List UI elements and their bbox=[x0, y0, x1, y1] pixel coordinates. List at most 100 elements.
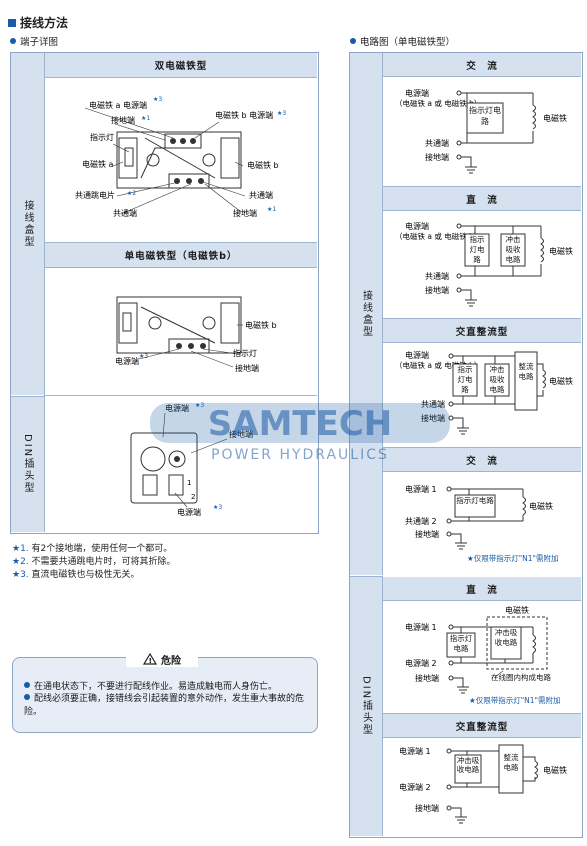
ground-label: 接地端 bbox=[415, 803, 439, 813]
screw bbox=[180, 138, 186, 144]
power-sub-label: （电磁铁 a 或 电磁铁 b） bbox=[395, 98, 481, 108]
din-ac-circuit: 电源端 1 共通端 2 接地端 指示灯电路 电磁铁 ★仅限带指示灯"N1"需附加 bbox=[405, 484, 559, 563]
common-label: 共通端 bbox=[421, 399, 445, 409]
label-sol-b: 电磁铁 b bbox=[247, 160, 279, 170]
connector-ring bbox=[140, 446, 166, 472]
terminal-2 bbox=[168, 474, 184, 496]
leader-line bbox=[174, 492, 188, 508]
terminal-node bbox=[456, 140, 462, 146]
indicator-circuit-box bbox=[464, 233, 490, 267]
connector-ring bbox=[168, 450, 186, 468]
screw bbox=[198, 178, 204, 184]
power2-label: 共通端 2 bbox=[405, 516, 437, 526]
leader-line bbox=[138, 348, 180, 360]
danger-title: ! 危险 bbox=[126, 651, 198, 667]
right-subtitle: 电路图（单电磁铁型） bbox=[350, 34, 455, 48]
leader-line bbox=[202, 181, 246, 197]
coil bbox=[220, 302, 240, 344]
coil-built-in-frame bbox=[486, 616, 548, 670]
bullet-dot-icon bbox=[10, 38, 16, 44]
terminal-node bbox=[456, 154, 462, 160]
ground-label: 接地端 bbox=[421, 413, 445, 423]
rectifier-label: 整流电路 bbox=[503, 753, 519, 772]
screw bbox=[200, 343, 206, 349]
din-ac-note: ★仅限带指示灯"N1"需附加 bbox=[467, 553, 559, 563]
din-label: DIN插头型 bbox=[22, 434, 33, 495]
power2-label: 电源端 2 bbox=[399, 782, 431, 792]
double-solenoid-terminal-drawing: 电磁铁 a 电源端 ★3 接地端 ★1 电磁铁 b 电源端 ★3 指示灯 电磁铁… bbox=[75, 96, 286, 218]
row-label-din: DIN插头型 bbox=[11, 396, 45, 532]
common-label: 共通端 bbox=[425, 271, 449, 281]
solenoid-coil bbox=[542, 369, 546, 389]
label-num1: 1 bbox=[187, 479, 191, 487]
danger-box bbox=[12, 657, 318, 733]
footnote-2: ★2. 不需要共通跳电片时，可将其折除。 bbox=[12, 554, 176, 567]
din-dc-note: ★仅限带指示灯"N1"需附加 bbox=[469, 695, 561, 705]
leader-line bbox=[194, 121, 220, 139]
cable-gland bbox=[202, 153, 216, 167]
jb-acdc-circuit: 电源端 （电磁铁 a 或 电磁铁 b） 指示灯电路 冲击吸收电路 整流电路 电磁… bbox=[395, 350, 573, 435]
din-ac-header: 交 流 bbox=[383, 447, 581, 472]
danger-item-1: 在通电状态下，不要进行配线作业。易造成触电而人身伤亡。 bbox=[24, 679, 309, 692]
surge-circuit-label: 冲击吸收电路 bbox=[489, 365, 505, 394]
label-ground1: 接地端 bbox=[111, 115, 135, 125]
svg-text:!: ! bbox=[149, 657, 152, 665]
label-num2: 2 bbox=[191, 493, 195, 501]
jb-ac-header: 交 流 bbox=[383, 53, 581, 77]
leader-line bbox=[84, 107, 174, 139]
terminal-node bbox=[446, 518, 452, 524]
label-power-top: 电源端 bbox=[165, 403, 189, 413]
terminal-detail-table bbox=[10, 52, 319, 534]
solenoid-label: 电磁铁 bbox=[549, 246, 573, 256]
terminal-node bbox=[446, 784, 452, 790]
screw bbox=[174, 456, 180, 462]
star3-mark: ★3 bbox=[153, 96, 162, 103]
indicator-circuit-label: 指示灯电路 bbox=[469, 106, 501, 126]
indicator-circuit-box bbox=[452, 363, 478, 397]
footnote-text: 有2个接地端，使用任何一个都可。 bbox=[31, 544, 173, 554]
indicator-circuit-box bbox=[446, 632, 476, 658]
section-title-text: 接线方法 bbox=[20, 16, 69, 30]
danger-item-text: 配线必须要正确，接错线会引起装置的意外动作，发生重大事故的危险。 bbox=[24, 694, 305, 717]
power-sub-label: （电磁铁 a 或 电磁铁 b） bbox=[395, 360, 481, 370]
right-row-label-junction-box: 接线盒型 bbox=[350, 53, 383, 575]
screw bbox=[186, 178, 192, 184]
indicator-circuit-label: 指示灯电路 bbox=[449, 634, 473, 653]
label-indicator: 指示灯 bbox=[90, 132, 114, 142]
surge-circuit-box bbox=[454, 754, 482, 784]
terminal-node bbox=[446, 486, 452, 492]
jb-ac-header-text: 交 流 bbox=[466, 60, 498, 72]
leader-line bbox=[190, 350, 234, 368]
jb-acdc-header-text: 交直整流型 bbox=[455, 326, 509, 338]
jb-dc-circuit: 电源端 （电磁铁 a 或 电磁铁 b） 指示灯电路 冲击吸收电路 电磁铁 共通端… bbox=[395, 221, 573, 307]
star3-mark: ★3 bbox=[139, 353, 148, 360]
label-common-term: 共通端 bbox=[113, 208, 137, 218]
ground-label: 接地端 bbox=[415, 673, 439, 683]
din-acdc-header-text: 交直整流型 bbox=[455, 721, 509, 733]
label-sol-b-power: 电磁铁 b 电源端 bbox=[215, 110, 273, 120]
watermark-brand: SAMTECH bbox=[208, 404, 392, 444]
din-dc-circuit: 电磁铁 电源端 1 电源端 2 接地端 指示灯电路 冲击吸收电路 在线圈内构成电… bbox=[405, 605, 561, 705]
internal-wire bbox=[140, 306, 216, 344]
din-ac-header-text: 交 流 bbox=[466, 455, 498, 467]
power-label: 电源端 bbox=[405, 221, 429, 231]
din-dc-header-text: 直 流 bbox=[466, 584, 498, 596]
leader-line bbox=[116, 181, 180, 197]
footnote-mark: ★3. bbox=[12, 570, 29, 580]
ground-label: 接地端 bbox=[425, 285, 449, 295]
solenoid-coil bbox=[534, 760, 538, 780]
jb-acdc-header: 交直整流型 bbox=[383, 318, 581, 343]
leader-line bbox=[114, 123, 166, 141]
footnote-text: 不需要共通跳电片时，可将其折除。 bbox=[31, 557, 176, 567]
footnote-3: ★3. 直流电磁铁也与极性无关。 bbox=[12, 567, 140, 580]
left-subtitle: 端子详图 bbox=[10, 34, 58, 48]
din-acdc-header: 交直整流型 bbox=[383, 713, 581, 738]
footnote-text: 直流电磁铁也与极性无关。 bbox=[31, 570, 140, 580]
single-solenoid-header-text: 单电磁铁型（电磁铁b） bbox=[124, 251, 238, 262]
screw bbox=[188, 343, 194, 349]
power-sub-label: （电磁铁 a 或 电磁铁 b） bbox=[395, 231, 481, 241]
wire bbox=[461, 92, 534, 144]
row-label-junction-box: 接线盒型 bbox=[11, 53, 45, 395]
footnote-mark: ★2. bbox=[12, 557, 29, 567]
screw bbox=[176, 343, 182, 349]
